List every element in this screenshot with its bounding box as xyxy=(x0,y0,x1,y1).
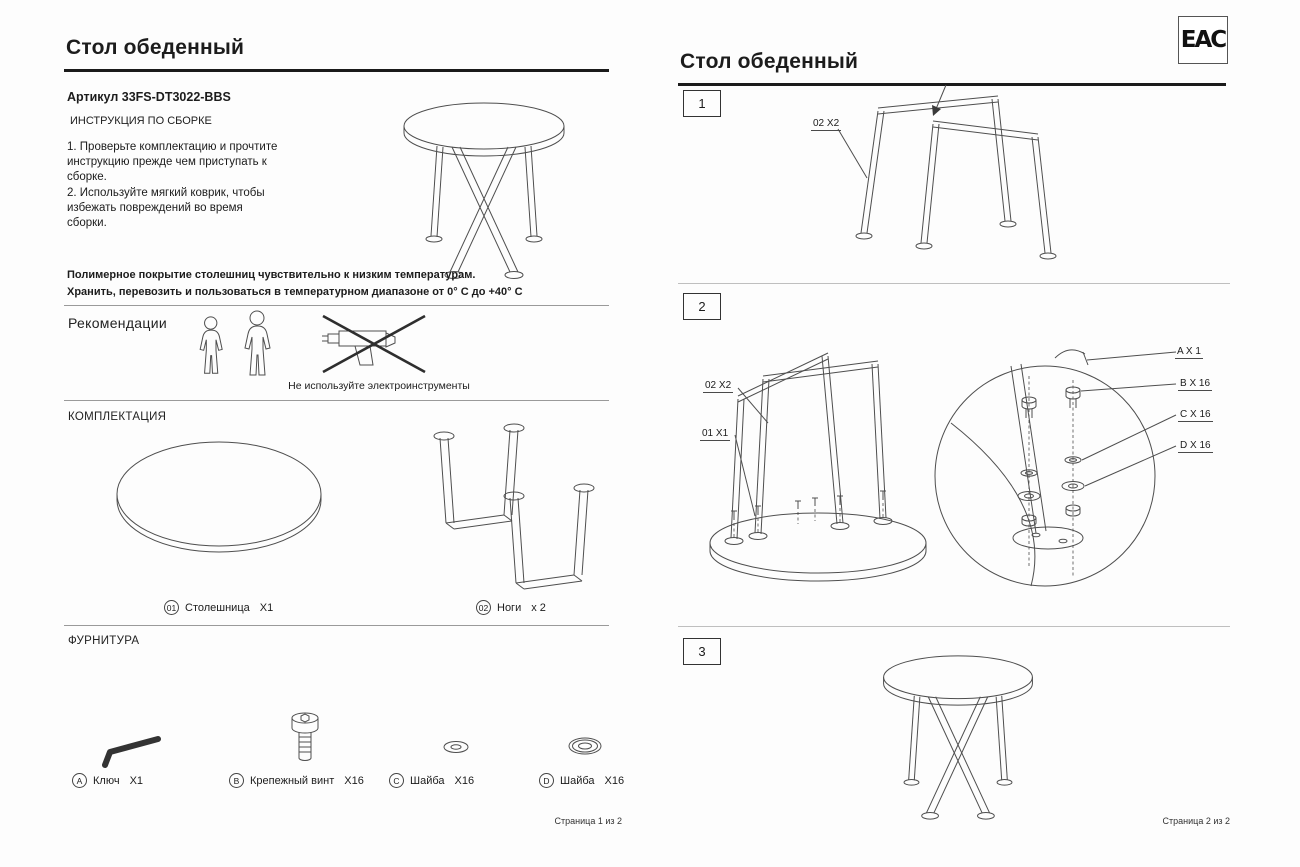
components-heading: КОМПЛЕКТАЦИЯ xyxy=(68,411,167,423)
step-2-part-label-top: 01 X1 xyxy=(700,428,731,441)
legs-drawing xyxy=(416,418,616,608)
step-divider xyxy=(678,626,1230,627)
article-number: Артикул 33FS-DT3022-BBS xyxy=(67,90,231,104)
allen-key-icon xyxy=(94,725,169,770)
title-rule xyxy=(64,69,609,72)
step-2-number: 2 xyxy=(683,293,721,320)
eac-text: ЕАС xyxy=(1180,27,1227,53)
temperature-warning: Полимерное покрытие столешниц чувствител… xyxy=(67,267,615,301)
bolt-icon xyxy=(288,710,322,768)
component-qty: X1 xyxy=(259,601,274,614)
component-name: Ноги xyxy=(497,601,522,614)
step-number-text: 2 xyxy=(698,299,706,314)
component-item-legs: 02 Ноги x 2 xyxy=(476,600,546,615)
page-footer: Страница 1 из 2 xyxy=(554,816,622,826)
page-title: Стол обеденный xyxy=(66,36,245,59)
component-qty: x 2 xyxy=(531,601,546,614)
hardware-qty: X16 xyxy=(344,774,364,787)
hardware-name: Крепежный винт xyxy=(250,774,335,787)
hardware-item-bolt: B Крепежный винт X16 xyxy=(229,773,364,788)
hardware-heading: ФУРНИТУРА xyxy=(68,635,140,647)
hardware-code-badge: A xyxy=(72,773,87,788)
hardware-code-badge: C xyxy=(389,773,404,788)
step-1-number: 1 xyxy=(683,90,721,117)
page-footer: Страница 2 из 2 xyxy=(1162,816,1230,826)
page-2: Стол обеденный 1 02 X2 2 xyxy=(678,28,1232,840)
step-2-detail-drawing xyxy=(933,328,1178,628)
tabletop-drawing xyxy=(112,438,327,563)
warning-line-1: Полимерное покрытие столешниц чувствител… xyxy=(67,269,476,281)
people-icon xyxy=(192,308,287,380)
hardware-qty: X16 xyxy=(604,774,625,787)
page-title: Стол обеденный xyxy=(680,50,859,73)
hardware-code-badge: D xyxy=(539,773,554,788)
hardware-name: Шайба xyxy=(410,774,445,787)
step-1-part-label: 02 X2 xyxy=(811,118,842,131)
assembled-table-drawing xyxy=(374,86,594,301)
instruction-step-2: 2. Используйте мягкий коврик, чтобы избе… xyxy=(67,187,265,229)
section-rule xyxy=(64,625,609,626)
component-code-badge: 02 xyxy=(476,600,491,615)
hardware-item-key: A Ключ X1 xyxy=(72,773,143,788)
component-item-tabletop: 01 Столешница X1 xyxy=(164,600,273,615)
section-rule xyxy=(64,400,609,401)
hardware-qty: X16 xyxy=(454,774,475,787)
washer-c-icon xyxy=(442,738,470,756)
hardware-name: Шайба xyxy=(560,774,595,787)
washer-d-icon xyxy=(566,733,604,759)
hardware-item-washer-c: C Шайба X16 xyxy=(389,773,474,788)
title-rule xyxy=(678,83,1226,86)
no-power-tools-caption: Не используйте электроинструменты xyxy=(288,380,470,392)
hardware-item-washer-d: D Шайба X16 xyxy=(539,773,624,788)
warning-line-2: Хранить, перевозить и пользоваться в тем… xyxy=(67,286,523,299)
callout-washer-c: C X 16 xyxy=(1178,409,1213,422)
hardware-code-badge: B xyxy=(229,773,244,788)
component-code-badge: 01 xyxy=(164,600,179,615)
step-2-drawing xyxy=(693,298,943,628)
section-rule xyxy=(64,305,609,306)
page-1: Стол обеденный Артикул 33FS-DT3022-BBS И… xyxy=(64,28,624,840)
step-3-number: 3 xyxy=(683,638,721,665)
hardware-qty: X1 xyxy=(129,774,144,787)
step-1-drawing xyxy=(783,83,1073,308)
callout-key: A X 1 xyxy=(1175,346,1203,359)
component-name: Столешница xyxy=(185,601,250,614)
callout-bolt: B X 16 xyxy=(1178,378,1213,391)
step-number-text: 3 xyxy=(698,644,706,659)
recommendations-heading: Рекомендации xyxy=(68,315,167,331)
instruction-heading: ИНСТРУКЦИЯ ПО СБОРКЕ xyxy=(70,115,212,127)
step-3-drawing xyxy=(843,640,1073,840)
callout-washer-d: D X 16 xyxy=(1178,440,1213,453)
step-2-part-label-legs: 02 X2 xyxy=(703,380,734,393)
hardware-name: Ключ xyxy=(93,774,120,787)
step-divider xyxy=(678,283,1230,284)
no-power-tools-icon xyxy=(319,312,429,376)
instruction-step-1: 1. Проверьте комплектацию и прочтите инс… xyxy=(67,141,278,183)
step-number-text: 1 xyxy=(698,96,706,111)
eac-conformity-mark: ЕАС xyxy=(1178,16,1228,64)
